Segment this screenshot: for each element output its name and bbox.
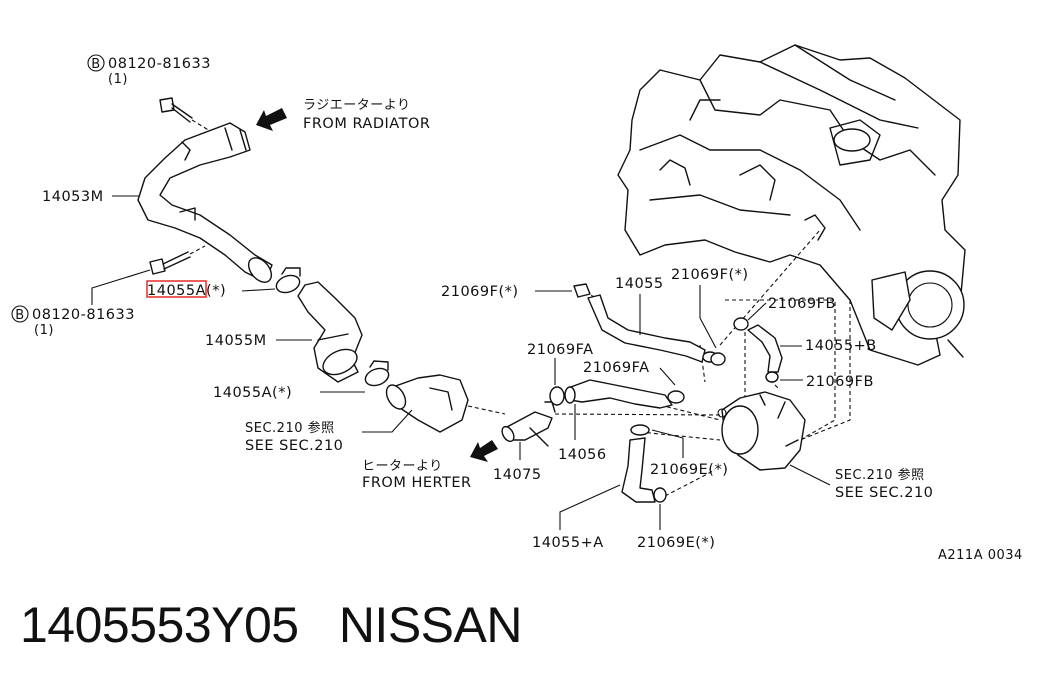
part-number: 1405553Y05 (20, 597, 299, 653)
clip-21069FB-top (733, 317, 749, 331)
label-14055A-lower: 14055A(*) (213, 385, 292, 401)
label-21069F-left: 21069F(*) (441, 284, 519, 300)
clip-21069FB-lower (765, 371, 779, 383)
hose-14055M (297, 281, 363, 383)
diagram-code: A211A 0034 (938, 548, 1023, 563)
clip-21069F-top (710, 352, 726, 366)
from-heater-arrow-icon (470, 440, 498, 462)
pipe-14075 (501, 401, 556, 447)
clip-21069F-left (573, 283, 591, 298)
bolt-top-code: 08120-81633 (108, 56, 211, 72)
bolt-mid-callout: B 08120-81633 (1) (11, 269, 151, 338)
label-14056: 14056 (558, 447, 607, 463)
bolt-top-qty: (1) (108, 72, 128, 87)
clip-21069E-mid (630, 424, 650, 436)
label-14075: 14075 (493, 467, 542, 483)
label-14055B: 14055+B (805, 338, 877, 354)
bolt-top (159, 97, 216, 135)
label-21069FA-right: 21069FA (583, 360, 650, 376)
clip-21069E-bottom (653, 487, 667, 503)
from-radiator-en: FROM RADIATOR (303, 116, 430, 132)
water-inlet-left (385, 374, 469, 433)
bolt-mid-qty: (1) (34, 323, 54, 338)
engine-block (617, 44, 966, 366)
from-heater-en: FROM HERTER (362, 475, 472, 491)
water-outlet-right (717, 391, 806, 471)
clip-21069FA-right (667, 390, 685, 404)
label-21069E-bottom: 21069E(*) (637, 535, 715, 551)
label-21069FA-left: 21069FA (527, 342, 594, 358)
bolt-marker-top: B (91, 57, 100, 72)
label-14055A-highlighted: 14055A(*) (147, 283, 226, 299)
bolt-top-callout: B 08120-81633 (1) (87, 54, 211, 87)
clamp-lower (364, 360, 390, 387)
hose-14055B (747, 324, 783, 373)
bolt-mid (149, 245, 206, 275)
clamp-upper (275, 267, 301, 294)
sec210-left-jp: SEC.210 参照 (245, 420, 335, 436)
brand: NISSAN (338, 597, 523, 653)
label-14055A-bottom: 14055+A (532, 535, 604, 551)
caption: 1405553Y05 NISSAN (20, 596, 522, 654)
hose-14056 (564, 379, 673, 409)
pipe-14053M (137, 122, 273, 283)
label-21069E-mid: 21069E(*) (650, 462, 728, 478)
label-21069F-top: 21069F(*) (671, 267, 749, 283)
sec210-left-en: SEE SEC.210 (245, 438, 343, 454)
sec210-right-en: SEE SEC.210 (835, 485, 933, 501)
label-14055: 14055 (615, 276, 664, 292)
from-radiator-arrow-icon (256, 108, 287, 131)
sec210-right-jp: SEC.210 参照 (835, 467, 925, 483)
label-14055M: 14055M (205, 333, 267, 349)
label-14053M: 14053M (42, 189, 104, 205)
highlight-box (146, 280, 207, 298)
label-21069FB-top: 21069FB (768, 296, 836, 312)
label-21069FB-lower: 21069FB (806, 374, 874, 390)
bolt-marker-mid: B (15, 308, 24, 323)
from-heater-jp: ヒーターより (362, 459, 443, 474)
parts-diagram: B 08120-81633 (1) B 08120-81633 (1) ラジエー… (11, 44, 1023, 563)
bolt-mid-code: 08120-81633 (32, 307, 135, 323)
from-radiator-jp: ラジエーターより (303, 98, 410, 113)
hose-14055 (587, 294, 718, 363)
clip-21069FA-left (549, 386, 565, 406)
